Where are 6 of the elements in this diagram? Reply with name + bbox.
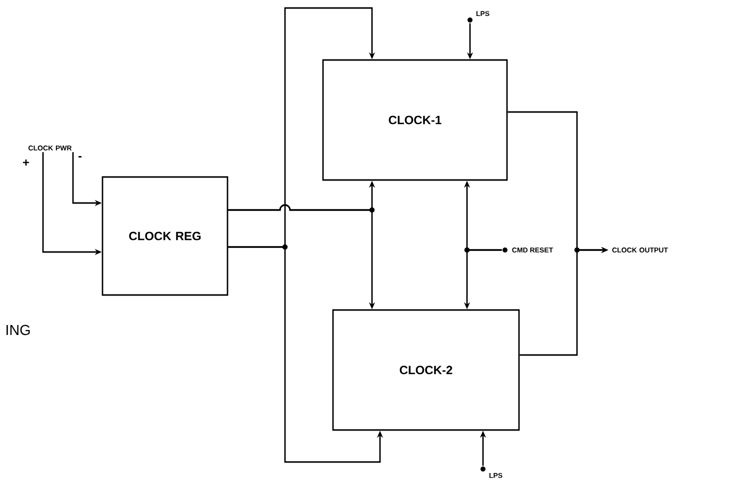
block-box: CLOCK-1 <box>322 59 508 181</box>
block-box: CLOCK REG <box>102 176 228 296</box>
label-text: + <box>23 159 30 166</box>
label-text: - <box>78 156 82 158</box>
block-box: CLOCK-2 <box>332 309 520 431</box>
label-text: ING <box>6 324 30 336</box>
